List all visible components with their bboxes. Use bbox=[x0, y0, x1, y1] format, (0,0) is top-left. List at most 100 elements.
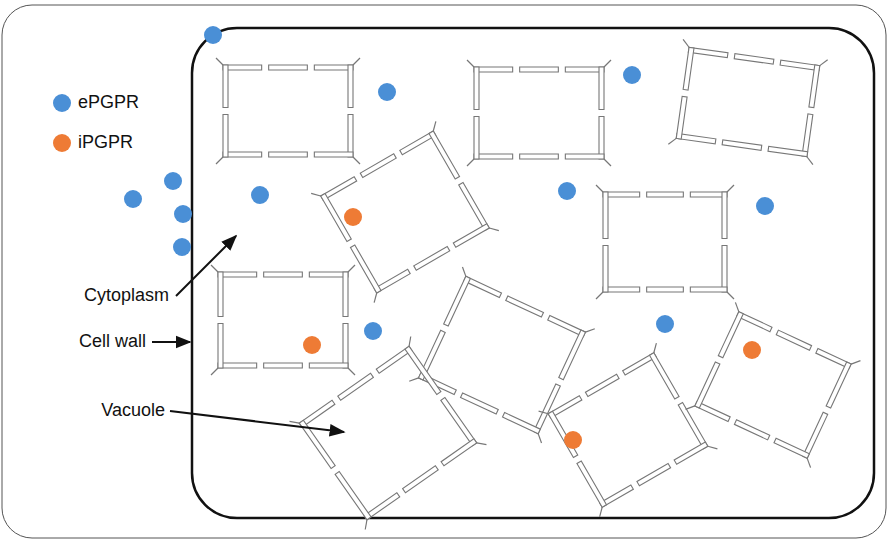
wall-segment bbox=[585, 374, 619, 396]
ipgpr-dot bbox=[564, 431, 582, 449]
wall-segment bbox=[403, 466, 439, 493]
epgpr-dot bbox=[378, 83, 396, 101]
plant-cell bbox=[467, 60, 611, 166]
epgpr-dot bbox=[623, 66, 641, 84]
wall-corner bbox=[604, 159, 611, 166]
part-label-text: Cytoplasm bbox=[84, 285, 169, 305]
wall-segment bbox=[338, 373, 374, 400]
outer-frame bbox=[2, 5, 886, 538]
wall-segment bbox=[309, 272, 348, 277]
wall-segment bbox=[461, 393, 499, 414]
plant-cell bbox=[409, 267, 595, 443]
wall-corner bbox=[806, 157, 814, 165]
wall-segment bbox=[649, 353, 679, 399]
wall-segment bbox=[520, 154, 559, 159]
wall-corner bbox=[348, 368, 355, 375]
wall-segment bbox=[348, 65, 353, 108]
wall-segment bbox=[223, 115, 228, 158]
wall-corner bbox=[353, 58, 360, 65]
epgpr-dot bbox=[656, 315, 674, 333]
wall-segment bbox=[343, 272, 348, 317]
wall-segment bbox=[559, 330, 586, 380]
wall-corner bbox=[727, 292, 734, 299]
wall-corner bbox=[596, 507, 606, 517]
wall-corner bbox=[467, 60, 474, 67]
wall-segment bbox=[734, 54, 774, 64]
epgpr-dot bbox=[756, 197, 774, 215]
wall-segment bbox=[722, 246, 727, 293]
wall-segment bbox=[690, 287, 727, 292]
wall-segment bbox=[474, 117, 479, 160]
wall-segment bbox=[474, 67, 479, 110]
wall-corner bbox=[727, 185, 734, 192]
wall-corner bbox=[211, 368, 218, 375]
wall-corner bbox=[585, 326, 594, 335]
wall-segment bbox=[776, 330, 811, 350]
part-label: Vacuole bbox=[101, 400, 165, 422]
wall-segment bbox=[718, 312, 743, 358]
wall-segment bbox=[802, 114, 813, 157]
epgpr-dot bbox=[204, 26, 222, 44]
wall-corner bbox=[361, 520, 371, 530]
leader-arrow bbox=[170, 411, 344, 432]
wall-segment bbox=[269, 152, 308, 157]
wall-segment bbox=[599, 67, 604, 110]
wall-segment bbox=[603, 246, 608, 293]
wall-corner bbox=[409, 375, 418, 384]
ipgpr-dot bbox=[344, 208, 362, 226]
leader-arrow bbox=[152, 341, 190, 343]
plant-cell bbox=[211, 265, 355, 375]
wall-segment bbox=[459, 183, 490, 231]
wall-segment bbox=[809, 65, 820, 108]
wall-segment bbox=[577, 461, 607, 507]
wall-segment bbox=[314, 65, 353, 70]
epgpr-dot bbox=[364, 322, 382, 340]
wall-corner bbox=[732, 302, 741, 311]
ipgpr-dot bbox=[743, 341, 761, 359]
wall-segment bbox=[695, 362, 720, 408]
legend-text: ePGPR bbox=[78, 92, 139, 112]
wall-segment bbox=[565, 154, 604, 159]
part-label: Cytoplasm bbox=[84, 285, 169, 307]
wall-segment bbox=[348, 115, 353, 158]
wall-segment bbox=[774, 438, 809, 458]
part-label-text: Vacuole bbox=[101, 400, 165, 420]
wall-segment bbox=[683, 47, 694, 90]
wall-segment bbox=[565, 67, 604, 72]
plant-cell bbox=[539, 343, 718, 517]
wall-segment bbox=[768, 146, 808, 156]
wall-corner bbox=[851, 358, 860, 367]
wall-segment bbox=[674, 442, 708, 464]
wall-corner bbox=[348, 265, 355, 272]
wall-corner bbox=[596, 185, 603, 192]
wall-segment bbox=[474, 154, 513, 159]
legend-label: ePGPR bbox=[78, 92, 139, 114]
plant-cell bbox=[668, 39, 827, 164]
wall-corner bbox=[353, 157, 360, 164]
epgpr-dot bbox=[251, 186, 269, 204]
wall-segment bbox=[218, 272, 223, 317]
wall-corner bbox=[430, 121, 440, 131]
wall-segment bbox=[603, 192, 608, 239]
legend-swatch bbox=[53, 94, 71, 112]
wall-segment bbox=[474, 67, 513, 72]
wall-corner bbox=[596, 292, 603, 299]
wall-segment bbox=[264, 363, 303, 368]
legend-label: iPGPR bbox=[78, 132, 133, 154]
wall-corner bbox=[708, 443, 718, 453]
plant-cell bbox=[290, 336, 487, 529]
wall-segment bbox=[441, 397, 477, 445]
wall-segment bbox=[429, 131, 460, 179]
wall-segment bbox=[264, 272, 303, 277]
wall-segment bbox=[520, 67, 559, 72]
wall-segment bbox=[405, 346, 441, 394]
part-label-text: Cell wall bbox=[79, 331, 146, 351]
wall-corner bbox=[804, 458, 813, 467]
wall-segment bbox=[335, 471, 371, 519]
wall-segment bbox=[453, 224, 489, 248]
wall-corner bbox=[211, 265, 218, 272]
plant-cell bbox=[596, 185, 734, 299]
wall-corner bbox=[604, 60, 611, 67]
wall-segment bbox=[599, 117, 604, 160]
part-label: Cell wall bbox=[79, 331, 146, 353]
